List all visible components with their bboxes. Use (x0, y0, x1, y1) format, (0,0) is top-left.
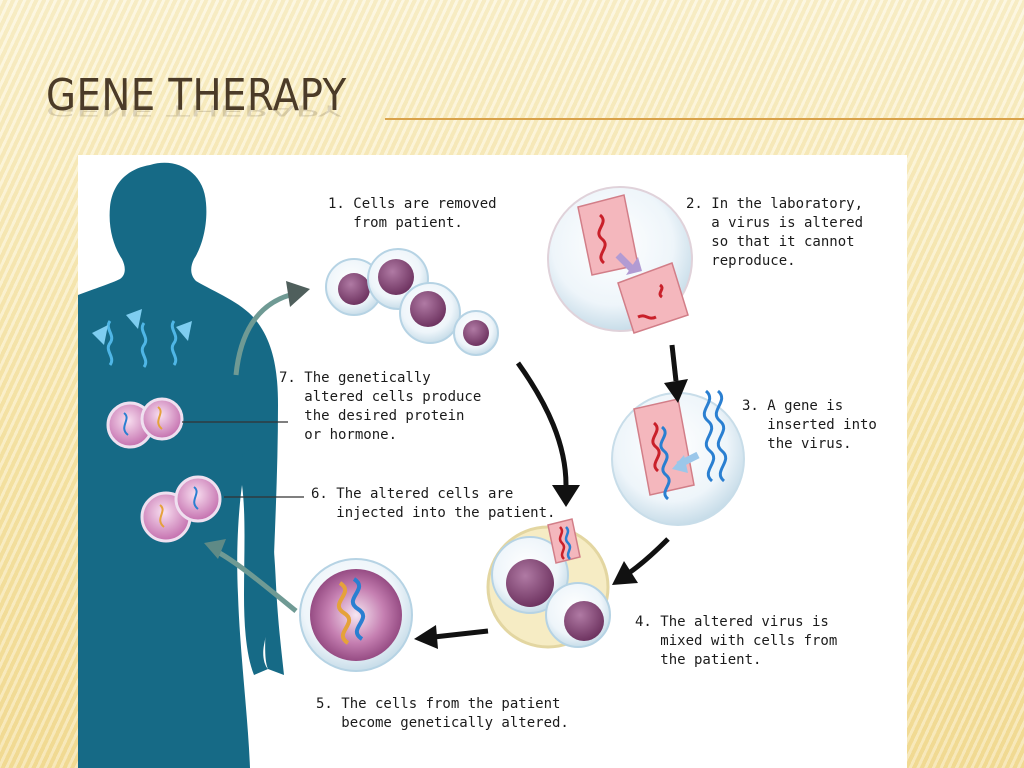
step-6-label: 6. The altered cells are injected into t… (311, 486, 556, 521)
cells-in-body-lower (140, 475, 222, 543)
step-7-label: 7. The genetically altered cells produce… (279, 370, 482, 443)
altered-cell-bubble (299, 558, 413, 672)
step-4-label: 4. The altered virus is mixed with cells… (635, 614, 838, 668)
step-5-label: 5. The cells from the patient become gen… (316, 696, 569, 731)
step-3-label: 3. A gene is inserted into the virus. (742, 398, 877, 452)
leader-lines (182, 421, 304, 498)
mixed-cells-bubble (486, 518, 611, 649)
virus-alteration-bubble (547, 186, 693, 334)
gene-therapy-diagram: 1. Cells are removed from patient. 2. In… (78, 155, 907, 768)
human-silhouette (78, 162, 284, 768)
protein-wiggles (106, 320, 178, 368)
gene-insertion-bubble (611, 389, 745, 526)
title-underline (385, 118, 1024, 120)
cells-in-body-upper (106, 397, 184, 449)
protein-triangles (92, 309, 192, 345)
diagram-artwork (78, 162, 745, 768)
slide-title: GENE THERAPY (46, 70, 347, 121)
flow-arrows (204, 281, 688, 649)
slide-title-reflection: GENE THERAPY (46, 101, 342, 120)
step-2-label: 2. In the laboratory, a virus is altered… (686, 196, 864, 269)
step-1-label: 1. Cells are removed from patient. (328, 196, 497, 231)
removed-cells (325, 248, 499, 356)
